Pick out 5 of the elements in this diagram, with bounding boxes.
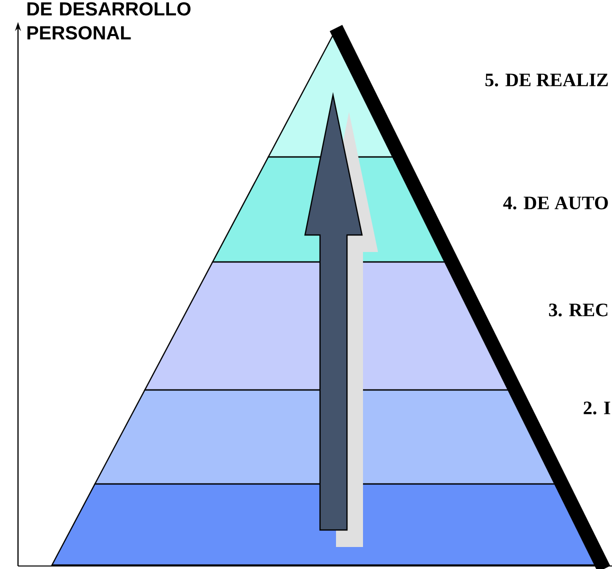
level-label: 2. I xyxy=(584,402,610,414)
level-label: 3. REC xyxy=(549,304,608,316)
level-label: 5. DE REALIZ xyxy=(485,74,608,86)
level-label: 4. DE AUTO xyxy=(503,196,608,210)
axis-title: DE DESARROLLO PERSONAL xyxy=(27,2,190,40)
